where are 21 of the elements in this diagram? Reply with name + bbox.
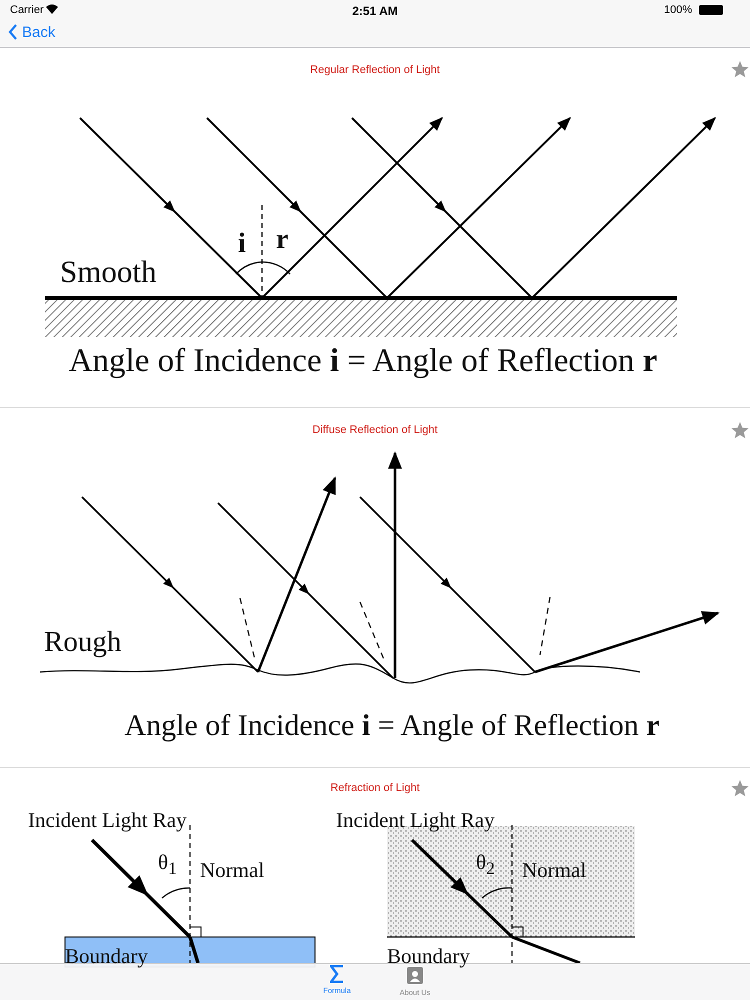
- normal-label: Normal: [200, 860, 264, 881]
- section-title: Regular Reflection of Light: [310, 65, 440, 76]
- law-statement: Angle of Incidence i = Angle of Reflection r: [124, 711, 660, 741]
- angle-label: r: [276, 226, 288, 254]
- section-title: Diffuse Reflection of Light: [312, 425, 438, 436]
- ray-label: Incident Light Ray: [336, 810, 495, 831]
- angle-label: θ$_{2}$: [476, 852, 495, 878]
- surface-label: Rough: [44, 628, 122, 657]
- carrier-label: Carrier: [10, 5, 44, 16]
- section-title: Refraction of Light: [330, 783, 420, 794]
- normal-label: Normal: [522, 860, 586, 881]
- boundary-label: Boundary: [65, 946, 148, 967]
- ray-label: Incident Light Ray: [28, 810, 187, 831]
- surface-label: Smooth: [60, 256, 156, 287]
- back-button: Back: [8, 21, 56, 43]
- law-statement: Angle of Incidence i = Angle of Reflection r: [68, 345, 658, 378]
- boundary-label: Boundary: [387, 946, 470, 967]
- battery-percent: 100%: [664, 5, 692, 16]
- time-label: 2:51 AM: [352, 5, 398, 17]
- angle-label: θ$_{1}$: [158, 852, 177, 878]
- angle-label: i: [238, 230, 246, 258]
